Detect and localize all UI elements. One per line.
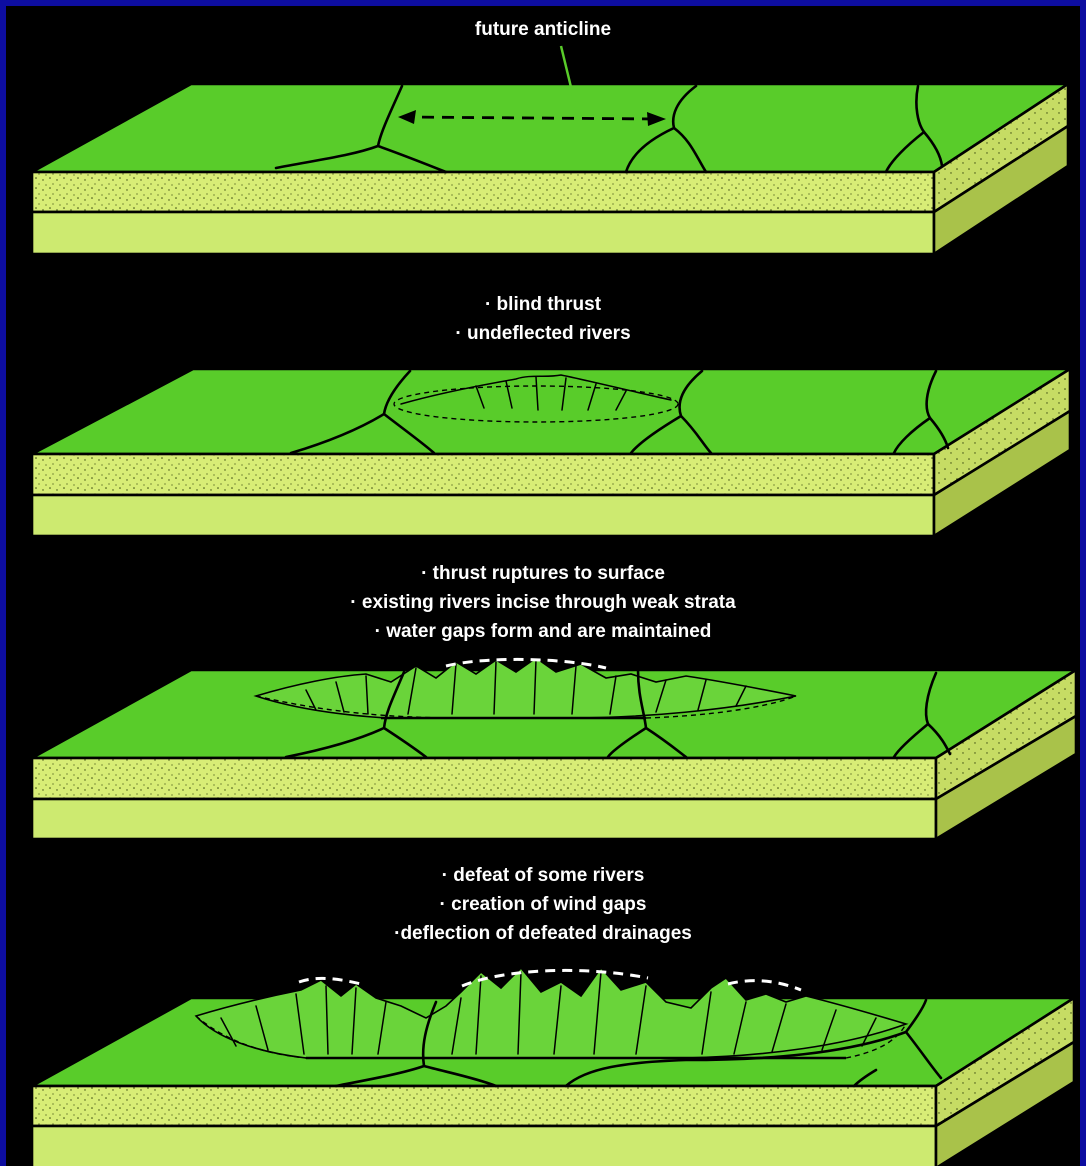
sandstone-layer [32, 758, 936, 799]
base-layer [32, 212, 934, 254]
block-panel-2 [32, 369, 1070, 536]
block-top-surface [32, 84, 1068, 172]
block-diagrams [6, 6, 1080, 1166]
block-panel-3 [32, 658, 1076, 839]
block-panel-1 [32, 46, 1068, 254]
base-layer [32, 495, 934, 536]
sandstone-layer [32, 172, 934, 212]
base-layer [32, 1126, 936, 1166]
sandstone-layer [32, 1086, 936, 1126]
sandstone-layer [32, 454, 934, 495]
diagram-frame: future anticline · blind thrust · undefl… [6, 6, 1080, 1166]
block-panel-4 [32, 968, 1074, 1166]
wind-gap-outline [728, 981, 801, 990]
wind-gap-outline [299, 978, 361, 984]
base-layer [32, 799, 936, 839]
block-top-surface [32, 369, 1070, 454]
